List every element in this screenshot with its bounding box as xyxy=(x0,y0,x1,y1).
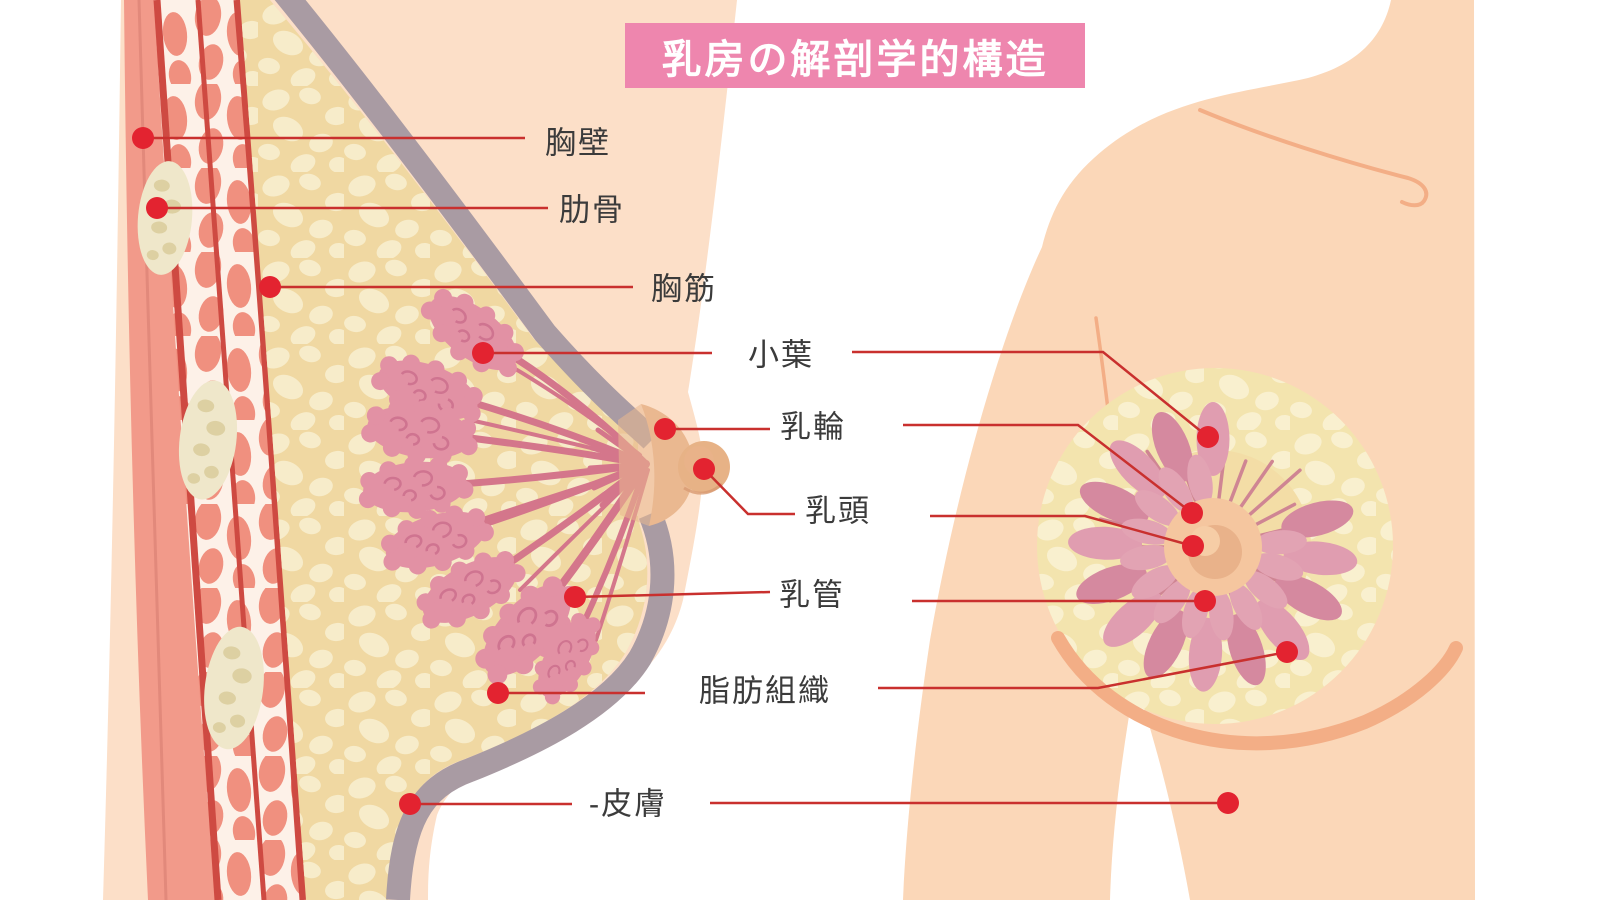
areola-dot-left xyxy=(654,418,676,440)
label-chest-wall: 胸壁 xyxy=(545,125,611,161)
label-areola: 乳輪 xyxy=(780,409,846,445)
leader-lines xyxy=(143,136,1288,806)
marker-dots xyxy=(132,127,1298,815)
milk-duct-dot-right xyxy=(1194,590,1216,612)
areola-nipple-section xyxy=(618,404,730,526)
label-fatty-tissue: 脂肪組織 xyxy=(699,673,831,709)
label-pectoral-muscle: 胸筋 xyxy=(651,271,717,307)
cross-section-figure xyxy=(103,0,737,900)
label-rib: 肋骨 xyxy=(559,192,625,228)
nipple-dot-right xyxy=(1182,535,1204,557)
breast-frontal xyxy=(1037,368,1463,751)
rib-dot xyxy=(146,197,168,219)
collarbone-crease xyxy=(1198,108,1429,208)
lobule-dot-right xyxy=(1197,426,1219,448)
frontal-figure xyxy=(903,0,1475,900)
skin-dot-left xyxy=(399,793,421,815)
skin-dot-right xyxy=(1217,792,1239,814)
milk-duct-dot-left xyxy=(564,586,586,608)
areola-dot-right xyxy=(1181,502,1203,524)
label-nipple: 乳頭 xyxy=(805,493,871,529)
pectoral-muscle-dot xyxy=(259,276,281,298)
dermis-band xyxy=(274,0,675,900)
fatty-tissue-dot-left xyxy=(487,682,509,704)
lobule-dot-left xyxy=(472,342,494,364)
label-milk-duct: 乳管 xyxy=(779,577,845,613)
fatty-tissue-dot-right xyxy=(1276,641,1298,663)
label-skin: -皮膚 xyxy=(588,786,668,822)
under-breast-crease xyxy=(1051,631,1463,751)
page-title: 乳房の解剖学的構造 xyxy=(625,23,1085,88)
chest-wall-dot xyxy=(132,127,154,149)
nipple-dot-left xyxy=(693,458,715,480)
arm-torso-gap xyxy=(1110,680,1190,900)
label-lobule: 小葉 xyxy=(748,337,814,373)
